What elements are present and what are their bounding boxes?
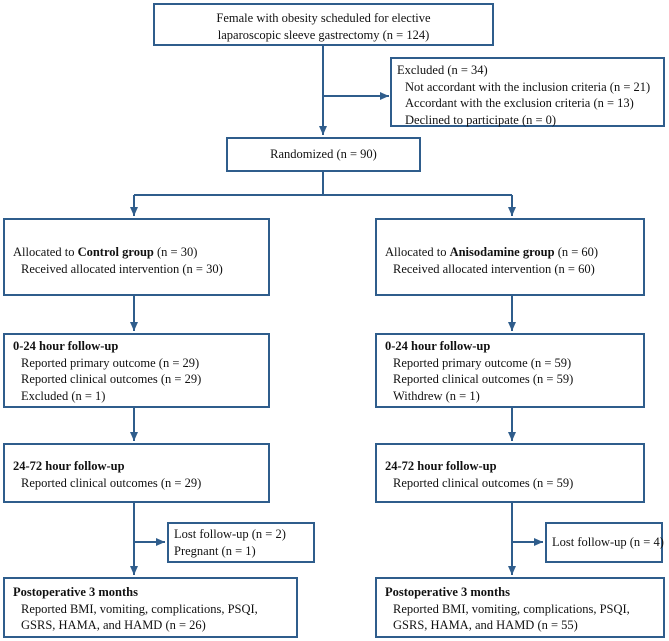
aniso-fu1-item: Reported clinical outcomes (n = 59) bbox=[393, 372, 574, 386]
control-lost-item: Lost follow-up (n = 2) bbox=[174, 527, 286, 541]
control-lost-item: Pregnant (n = 1) bbox=[174, 543, 256, 558]
control-m3-item: Reported BMI, vomiting, complications, P… bbox=[21, 601, 258, 616]
control-fu1-item: Reported primary outcome (n = 29) bbox=[21, 355, 200, 370]
aniso-allocation-item: Received allocated intervention (n = 60) bbox=[393, 261, 595, 276]
control-group-name: Control group bbox=[77, 245, 154, 259]
control-lost-box: Lost follow-up (n = 2) Pregnant (n = 1) bbox=[167, 522, 315, 563]
randomized-label: Randomized (n = 90) bbox=[270, 147, 377, 161]
allocation-count: (n = 60) bbox=[554, 245, 599, 259]
enrollment-line1: Female with obesity scheduled for electi… bbox=[216, 11, 431, 25]
excluded-box: Excluded (n = 34) Not accordant with the… bbox=[390, 57, 665, 127]
aniso-m3-title: Postoperative 3 months bbox=[385, 585, 510, 599]
aniso-m3-box: Postoperative 3 months Reported BMI, vom… bbox=[375, 577, 665, 638]
excluded-item: Declined to participate (n = 0) bbox=[405, 112, 557, 127]
control-fu1-item: Excluded (n = 1) bbox=[21, 388, 106, 403]
control-allocation-box: Allocated to Control group (n = 30) Rece… bbox=[3, 218, 270, 296]
aniso-m3-item: GSRS, HAMA, and HAMD (n = 55) bbox=[393, 618, 578, 632]
control-fu1-item: Reported clinical outcomes (n = 29) bbox=[21, 372, 202, 386]
aniso-group-name: Anisodamine group bbox=[449, 245, 555, 259]
excluded-item: Accordant with the exclusion criteria (n… bbox=[405, 96, 634, 110]
control-allocation-item: Received allocated intervention (n = 30) bbox=[21, 261, 223, 276]
enrollment-box: Female with obesity scheduled for electi… bbox=[153, 3, 494, 46]
excluded-title: Excluded (n = 34) bbox=[397, 63, 488, 77]
aniso-lost-item: Lost follow-up (n = 4) bbox=[552, 535, 664, 549]
control-fu2-box: 24-72 hour follow-up Reported clinical o… bbox=[3, 443, 270, 503]
aniso-fu2-item: Reported clinical outcomes (n = 59) bbox=[393, 475, 574, 490]
aniso-lost-box: Lost follow-up (n = 4) bbox=[545, 522, 664, 563]
allocation-prefix: Allocated to bbox=[13, 245, 78, 259]
control-m3-item: GSRS, HAMA, and HAMD (n = 26) bbox=[21, 618, 206, 632]
allocation-prefix: Allocated to bbox=[385, 245, 450, 259]
excluded-item: Not accordant with the inclusion criteri… bbox=[405, 79, 651, 94]
aniso-allocation-box: Allocated to Anisodamine group (n = 60) … bbox=[375, 218, 645, 296]
aniso-fu2-box: 24-72 hour follow-up Reported clinical o… bbox=[375, 443, 645, 503]
aniso-fu1-box: 0-24 hour follow-up Reported primary out… bbox=[375, 333, 645, 408]
allocation-count: (n = 30) bbox=[153, 245, 198, 259]
control-fu2-item: Reported clinical outcomes (n = 29) bbox=[21, 475, 202, 490]
enrollment-line2: laparoscopic sleeve gastrectomy (n = 124… bbox=[217, 27, 430, 42]
control-allocation-title: Allocated to Control group (n = 30) bbox=[13, 244, 268, 261]
aniso-fu1-item: Withdrew (n = 1) bbox=[393, 388, 480, 403]
control-fu1-box: 0-24 hour follow-up Reported primary out… bbox=[3, 333, 270, 408]
aniso-m3-item: Reported BMI, vomiting, complications, P… bbox=[393, 601, 630, 616]
aniso-fu2-title: 24-72 hour follow-up bbox=[385, 459, 497, 473]
control-fu1-title: 0-24 hour follow-up bbox=[13, 339, 119, 353]
randomized-box: Randomized (n = 90) bbox=[226, 137, 421, 172]
control-m3-title: Postoperative 3 months bbox=[13, 585, 138, 599]
control-fu2-title: 24-72 hour follow-up bbox=[13, 459, 125, 473]
aniso-fu1-title: 0-24 hour follow-up bbox=[385, 339, 491, 353]
aniso-allocation-title: Allocated to Anisodamine group (n = 60) bbox=[385, 244, 643, 261]
aniso-fu1-item: Reported primary outcome (n = 59) bbox=[393, 355, 572, 370]
control-m3-box: Postoperative 3 months Reported BMI, vom… bbox=[3, 577, 298, 638]
